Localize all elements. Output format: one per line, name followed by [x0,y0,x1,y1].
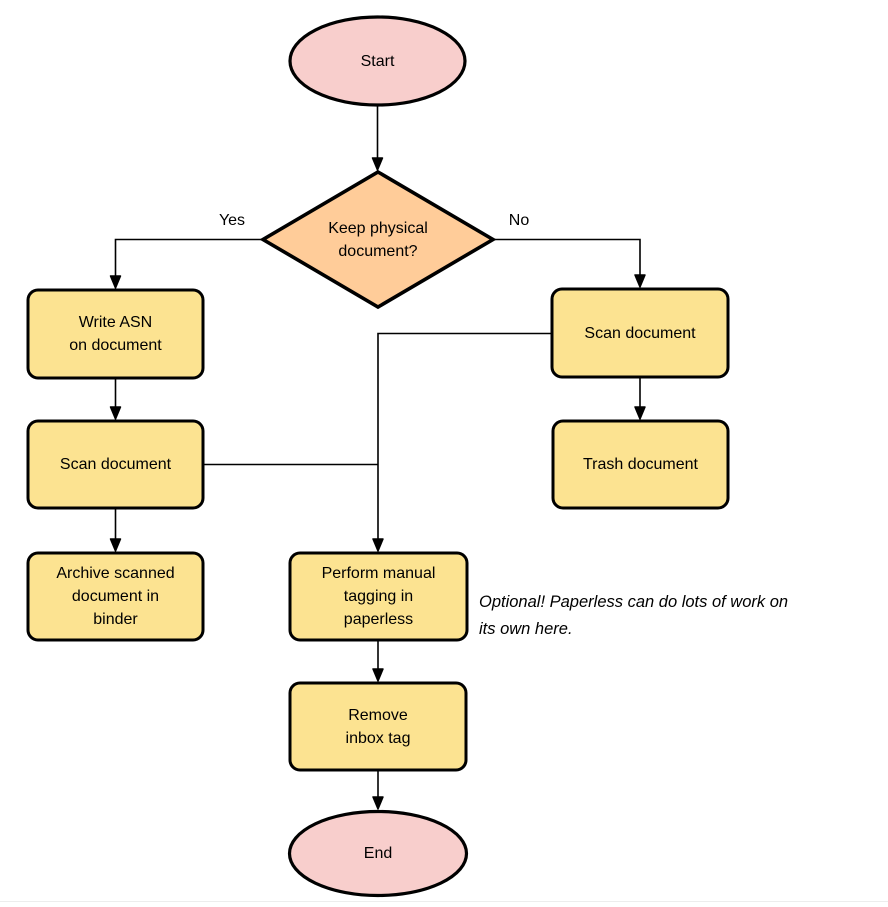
edges-group [109,105,646,810]
end-terminator-shape [287,809,469,898]
scan-right-process-shape [550,287,730,379]
archive-process-shape [26,551,205,642]
tagging-process-shape [288,551,469,642]
edge-scan-right-to-tagging [372,332,552,552]
edge-decision-no-to-scan-right [493,238,646,288]
scan-left-process-shape [26,419,205,510]
trash-process-shape [551,419,730,510]
remove-inbox-process-shape [288,681,468,772]
write-asn-process-shape [26,288,205,380]
decision-diamond-shape [259,169,497,310]
start-terminator-shape [288,15,467,107]
edge-decision-yes-to-write-asn [109,238,263,289]
